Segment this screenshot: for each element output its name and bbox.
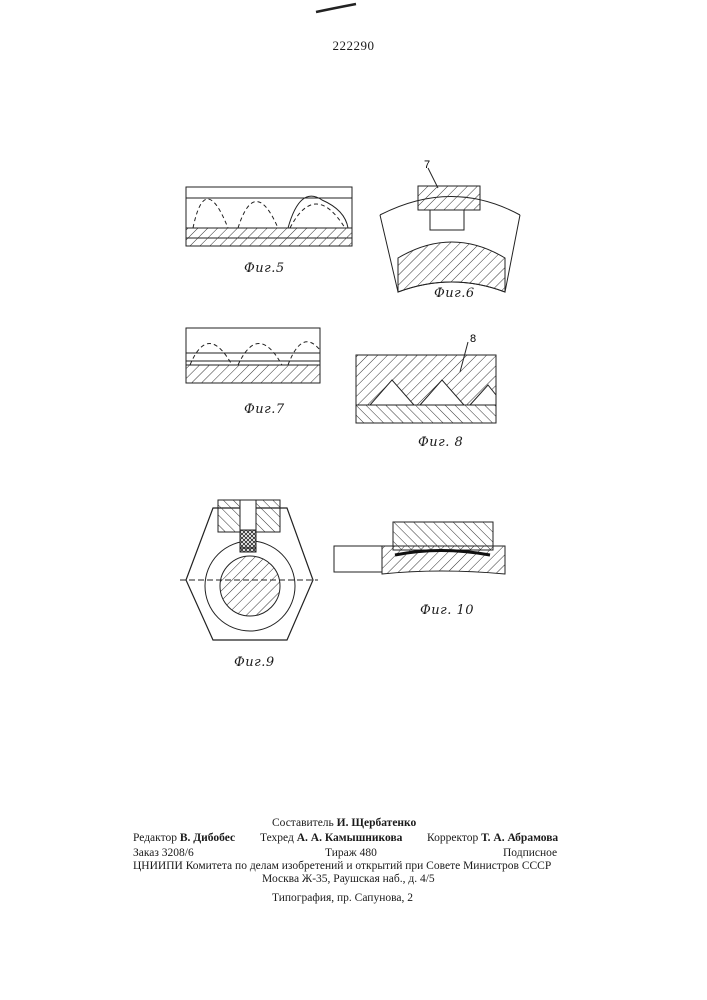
- figure-6-drawing: [380, 168, 520, 292]
- fig5-caption: Фиг.5: [244, 261, 285, 276]
- figure-9-drawing: [180, 500, 318, 640]
- figure-7-drawing: [186, 328, 320, 383]
- fig8-caption: Фиг. 8: [418, 435, 463, 450]
- figure-5-drawing: [186, 187, 352, 246]
- figure-8-drawing: [356, 342, 496, 423]
- imprint-corrector: Корректор Т. А. Абрамова: [427, 831, 558, 846]
- imprint-techred: Техред А. А. Камышникова: [260, 831, 402, 846]
- imprint-editor: Редактор В. Дибобес: [133, 831, 235, 846]
- compiler-name: И. Щербатенко: [337, 817, 417, 829]
- scan-mark: [316, 4, 356, 12]
- fig10-caption: Фиг. 10: [420, 603, 474, 618]
- fig6-callout-7: 7: [424, 159, 430, 171]
- patent-number: 222290: [0, 38, 707, 54]
- editor-label: Редактор: [133, 832, 177, 844]
- imprint-printer: Типография, пр. Сапунова, 2: [272, 891, 413, 906]
- fig6-caption: Фиг.6: [434, 286, 475, 301]
- imprint-compiler: Составитель И. Щербатенко: [272, 816, 416, 831]
- imprint-address: Москва Ж-35, Раушская наб., д. 4/5: [262, 872, 435, 887]
- corrector-label: Корректор: [427, 832, 478, 844]
- fig7-caption: Фиг.7: [244, 402, 285, 417]
- techred-label: Техред: [260, 832, 294, 844]
- figure-10-drawing: [334, 522, 505, 574]
- fig8-callout-8: 8: [470, 333, 476, 345]
- techred-name: А. А. Камышникова: [297, 832, 403, 844]
- fig9-caption: Фиг.9: [234, 655, 275, 670]
- editor-name: В. Дибобес: [180, 832, 235, 844]
- compiler-label: Составитель: [272, 817, 334, 829]
- corrector-name: Т. А. Абрамова: [481, 832, 558, 844]
